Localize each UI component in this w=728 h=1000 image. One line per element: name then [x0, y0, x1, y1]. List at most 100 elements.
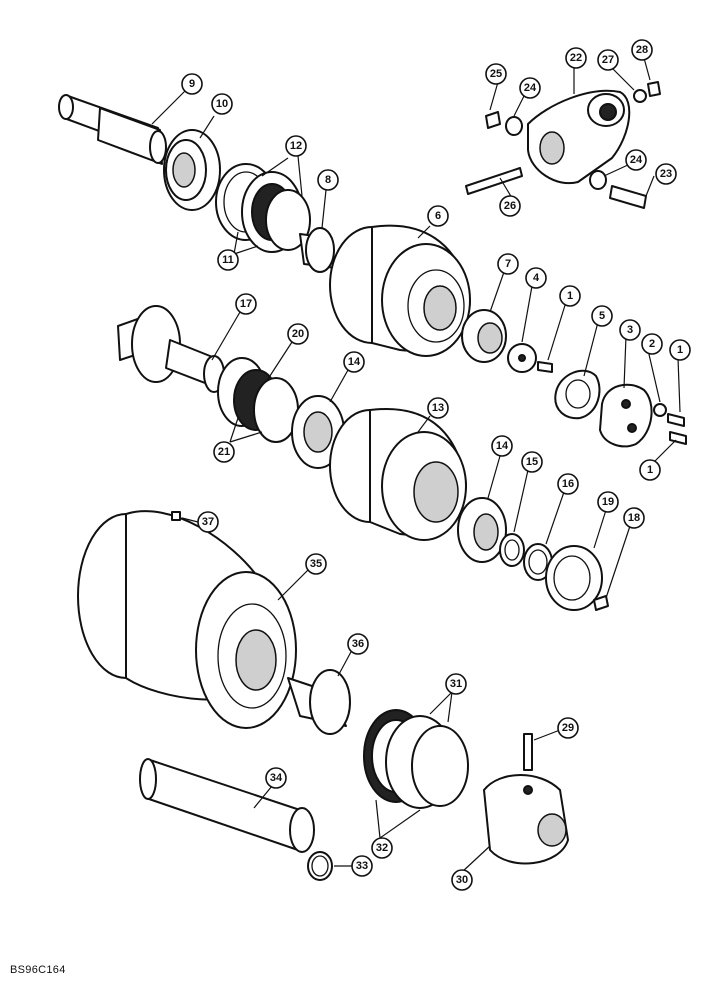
svg-text:8: 8: [325, 174, 331, 186]
svg-text:1: 1: [677, 344, 683, 356]
callout: 11: [217, 249, 239, 271]
part-bushing-36: [287, 669, 351, 735]
svg-text:29: 29: [562, 722, 574, 734]
part-seal-31: [363, 709, 469, 809]
part-pin-29: [523, 733, 533, 771]
svg-text:4: 4: [533, 272, 540, 284]
part-roller-35: [77, 510, 297, 729]
svg-text:7: 7: [505, 258, 511, 270]
part-bolt-1: [537, 361, 553, 373]
callout: 7: [497, 253, 519, 275]
callout: 13: [427, 397, 449, 419]
callout: 16: [557, 473, 579, 495]
part-bearing-14b: [457, 497, 507, 563]
callout: 35: [305, 553, 327, 575]
svg-text:10: 10: [216, 98, 228, 110]
part-collar-7: [461, 309, 507, 363]
callout: 8: [317, 169, 339, 191]
svg-text:31: 31: [450, 678, 462, 690]
svg-text:23: 23: [660, 168, 672, 180]
svg-text:1: 1: [567, 290, 573, 302]
callout: 34: [265, 767, 287, 789]
part-gasket-5: [554, 369, 601, 420]
svg-text:2: 2: [649, 338, 655, 350]
callout: 1: [639, 459, 661, 481]
svg-text:28: 28: [636, 44, 648, 56]
svg-text:1: 1: [647, 464, 653, 476]
svg-text:20: 20: [292, 328, 304, 340]
part-shaft-upper: [58, 94, 167, 165]
svg-text:14: 14: [496, 440, 509, 452]
part-bearing-10: [163, 129, 221, 211]
callout: 25: [485, 63, 507, 85]
part-hardware-22: [465, 81, 661, 209]
svg-text:6: 6: [435, 210, 441, 222]
svg-text:22: 22: [570, 52, 582, 64]
part-o-ring-33: [307, 851, 333, 881]
part-bracket-22: [527, 89, 631, 185]
callout: 2: [641, 333, 663, 355]
figure-code: BS96C164: [10, 964, 66, 976]
callout: 1: [559, 285, 581, 307]
part-roller-13: [329, 408, 467, 541]
callout: 24: [625, 149, 647, 171]
callout: 32: [371, 837, 393, 859]
callout: 9: [181, 73, 203, 95]
part-plug-18: [593, 595, 609, 611]
svg-text:27: 27: [602, 54, 614, 66]
part-shaft-34: [139, 758, 315, 853]
callout: 10: [211, 93, 233, 115]
svg-text:30: 30: [456, 874, 468, 886]
callout: 29: [557, 717, 579, 739]
svg-text:19: 19: [602, 496, 614, 508]
leader-lines: [151, 57, 681, 873]
callout: 3: [619, 319, 641, 341]
callout: 26: [499, 195, 521, 217]
callout: 31: [445, 673, 467, 695]
svg-text:34: 34: [270, 772, 283, 784]
svg-text:37: 37: [202, 516, 214, 528]
callout: 12: [285, 135, 307, 157]
callout: 23: [655, 163, 677, 185]
part-seal-12: [215, 163, 311, 253]
svg-text:15: 15: [526, 456, 538, 468]
svg-text:14: 14: [348, 356, 361, 368]
svg-text:12: 12: [290, 140, 302, 152]
callout: 18: [623, 507, 645, 529]
callout: 24: [519, 77, 541, 99]
callout: 37: [197, 511, 219, 533]
callout: 4: [525, 267, 547, 289]
svg-text:25: 25: [490, 68, 502, 80]
callout: 15: [521, 451, 543, 473]
part-bolt-37: [171, 511, 181, 521]
svg-text:11: 11: [222, 254, 234, 266]
callout: 14: [343, 351, 365, 373]
callout: 28: [631, 39, 653, 61]
callout: 22: [565, 47, 587, 69]
callout: 1: [669, 339, 691, 361]
part-roller-6: [329, 224, 471, 357]
part-cap-19: [545, 545, 603, 611]
callout: 6: [427, 205, 449, 227]
svg-text:24: 24: [524, 82, 537, 94]
svg-text:9: 9: [189, 78, 195, 90]
svg-text:21: 21: [218, 446, 230, 458]
svg-text:33: 33: [356, 860, 368, 872]
svg-text:26: 26: [504, 200, 516, 212]
svg-text:3: 3: [627, 324, 633, 336]
callout: 33: [351, 855, 373, 877]
svg-text:35: 35: [310, 558, 322, 570]
svg-text:32: 32: [376, 842, 388, 854]
svg-text:36: 36: [352, 638, 364, 650]
part-shaft-17: [117, 305, 225, 393]
part-bushing-8: [299, 227, 337, 273]
svg-text:13: 13: [432, 402, 444, 414]
callout: 20: [287, 323, 309, 345]
callout: 21: [213, 441, 235, 463]
callout: 14: [491, 435, 513, 457]
part-bracket-30: [483, 774, 569, 865]
svg-text:17: 17: [240, 298, 252, 310]
callout: 19: [597, 491, 619, 513]
svg-text:24: 24: [630, 154, 643, 166]
